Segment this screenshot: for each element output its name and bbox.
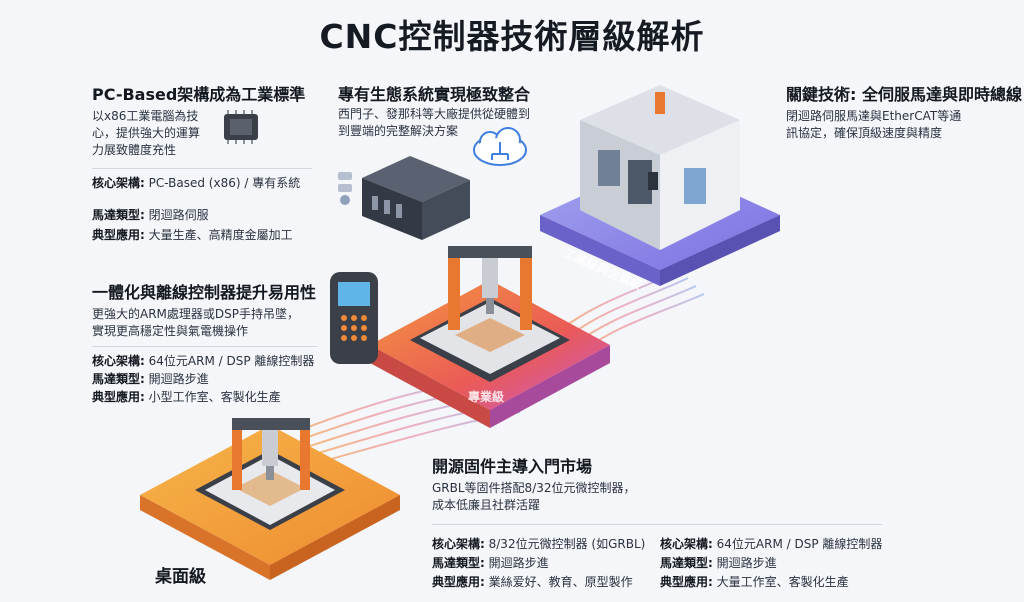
industrial-cnc-machine bbox=[580, 85, 740, 250]
open-section-heading: 開源固件主導入門市場 bbox=[432, 457, 593, 476]
integrated-section-desc: 更強大的ARM處理器或DSP手持吊墜， 實現更高穩定性與氣電機操作 bbox=[92, 306, 299, 340]
desktop-cnc-machine bbox=[195, 418, 345, 530]
open-desc-line: GRBL等固件搭配8/32位元微控制器， bbox=[432, 481, 636, 495]
row-value: 開迴路步進 bbox=[484, 556, 549, 570]
open-section-desc: GRBL等固件搭配8/32位元微控制器， 成本低廉且社群活躍 bbox=[432, 480, 636, 514]
open-desc-line: 成本低廉且社群活躍 bbox=[432, 498, 541, 512]
row-value: 大量工作室、客製化生產 bbox=[712, 575, 849, 589]
pc-desc-line: 以x86工業電腦為技 bbox=[92, 109, 199, 123]
pc-desc-line: 心，提供強大的運算 bbox=[92, 126, 201, 140]
row-key: 馬達類型: bbox=[92, 372, 145, 386]
bottom-right-use: 典型應用: 大量工作室、客製化生產 bbox=[660, 573, 849, 591]
controller-box bbox=[362, 156, 470, 240]
row-key: 典型應用: bbox=[92, 228, 145, 242]
bottom-left-use: 典型應用: 業絲爱好、教育、原型製作 bbox=[432, 573, 633, 591]
row-key: 典型應用: bbox=[92, 390, 145, 404]
integrated-row-use: 典型應用: 小型工作室、客製化生產 bbox=[92, 388, 281, 406]
integrated-desc-line: 實現更高穩定性與氣電機操作 bbox=[92, 324, 249, 338]
integrated-section-heading: 一體化與離線控制器提升易用性 bbox=[92, 283, 317, 302]
pc-desc-line: 力展致體度充性 bbox=[92, 143, 177, 157]
eco-desc-line: 到豐端的完整解決方案 bbox=[338, 124, 459, 138]
key-desc-line: 閉迴路伺服馬達與EtherCAT等通 bbox=[786, 109, 962, 123]
pro-platform bbox=[370, 280, 610, 428]
integrated-desc-line: 更強大的ARM處理器或DSP手持吊墜， bbox=[92, 307, 299, 321]
row-key: 核心架構: bbox=[92, 176, 145, 190]
page-title: CNC控制器技術層級解析 bbox=[319, 17, 705, 56]
bottom-right-motor: 馬達類型: 開迴路步進 bbox=[660, 554, 777, 572]
eco-section-heading: 專有生態系統實現極致整合 bbox=[338, 85, 531, 104]
eco-desc-line: 西門子、發那科等大廠提供從硬體到 bbox=[338, 107, 531, 121]
row-value: 64位元ARM / DSP 離線控制器 bbox=[144, 354, 315, 368]
integrated-row-motor: 馬達類型: 開迴路步進 bbox=[92, 370, 209, 388]
row-value: 業絲爱好、教育、原型製作 bbox=[484, 575, 633, 589]
row-key: 馬達類型: bbox=[432, 556, 485, 570]
row-key: 典型應用: bbox=[432, 575, 485, 589]
handheld-pendant-icon bbox=[330, 272, 378, 364]
key-desc-line: 訊協定，確保頂級速度與精度 bbox=[786, 126, 943, 140]
row-value: 8/32位元微控制器 (如GRBL) bbox=[484, 537, 646, 551]
network-icons bbox=[338, 172, 352, 205]
row-key: 核心架構: bbox=[660, 537, 713, 551]
row-value: 開迴路步進 bbox=[712, 556, 777, 570]
divider bbox=[92, 346, 317, 347]
cpu-chip-icon bbox=[224, 110, 258, 144]
integrated-row-core: 核心架構: 64位元ARM / DSP 離線控制器 bbox=[92, 352, 314, 370]
divider bbox=[432, 524, 882, 525]
row-key: 馬達類型: bbox=[92, 208, 145, 222]
pro-cnc-machine bbox=[410, 246, 570, 382]
row-value: 閉迴路伺服 bbox=[144, 208, 209, 222]
bottom-right-core: 核心架構: 64位元ARM / DSP 離線控制器 bbox=[660, 535, 882, 553]
row-key: 核心架構: bbox=[92, 354, 145, 368]
divider bbox=[92, 168, 312, 169]
row-key: 核心架構: bbox=[432, 537, 485, 551]
row-value: 64位元ARM / DSP 離線控制器 bbox=[712, 537, 883, 551]
row-value: PC-Based (x86) / 專有系統 bbox=[144, 176, 301, 190]
pc-row-motor: 馬達類型: 閉迴路伺服 bbox=[92, 206, 209, 224]
cloud-icon bbox=[473, 127, 527, 166]
pc-section-desc: 以x86工業電腦為技 心，提供強大的運算 力展致體度充性 bbox=[92, 108, 200, 159]
platform-label-desktop: 桌面級 bbox=[155, 567, 206, 587]
row-key: 典型應用: bbox=[660, 575, 713, 589]
key-section-heading: 關鍵技術: 全伺服馬達與即時總線 bbox=[786, 85, 1022, 104]
bottom-left-motor: 馬達類型: 開迴路步進 bbox=[432, 554, 549, 572]
key-section-desc: 閉迴路伺服馬達與EtherCAT等通 訊協定，確保頂級速度與精度 bbox=[786, 108, 961, 142]
pc-row-core: 核心架構: PC-Based (x86) / 專有系統 bbox=[92, 174, 300, 192]
row-value: 開迴路步進 bbox=[144, 372, 209, 386]
bottom-left-core: 核心架構: 8/32位元微控制器 (如GRBL) bbox=[432, 535, 645, 553]
platform-label-pro: 專業級 bbox=[468, 390, 505, 404]
eco-section-desc: 西門子、發那科等大廠提供從硬體到 到豐端的完整解決方案 bbox=[338, 106, 530, 140]
row-value: 大量生產、高精度金屬加工 bbox=[144, 228, 293, 242]
row-key: 馬達類型: bbox=[660, 556, 713, 570]
pc-section-heading: PC-Based架構成為工業標準 bbox=[92, 85, 306, 104]
pc-row-use: 典型應用: 大量生產、高精度金屬加工 bbox=[92, 226, 293, 244]
row-value: 小型工作室、客製化生產 bbox=[144, 390, 281, 404]
